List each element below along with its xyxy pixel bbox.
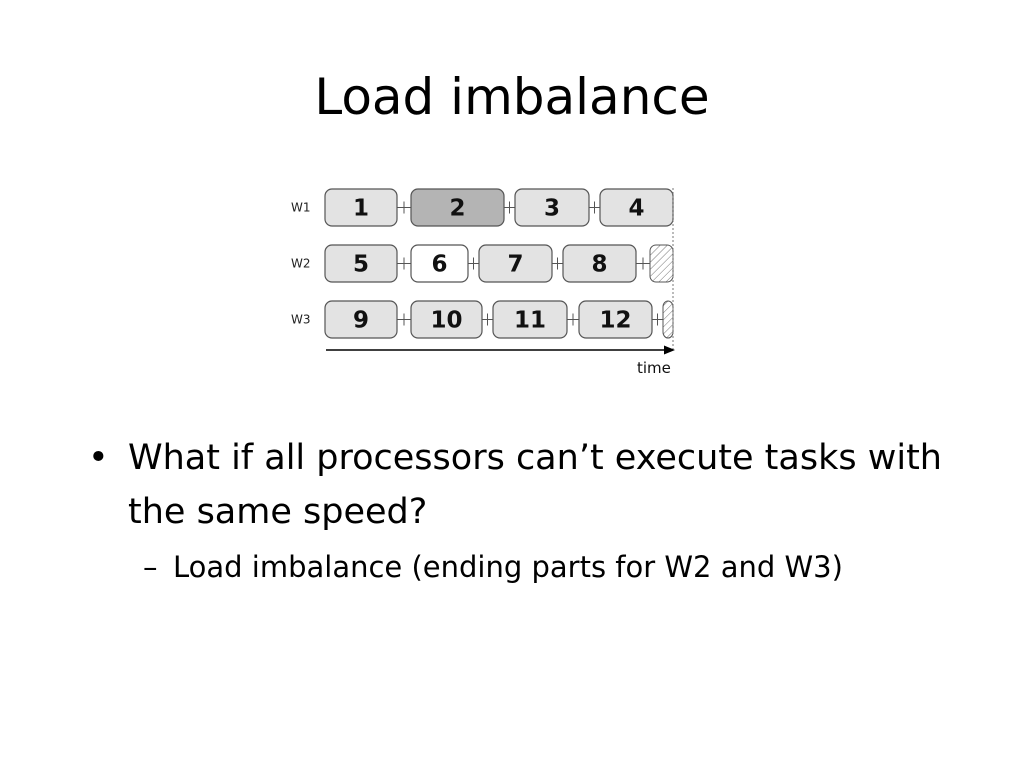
idle-segment-w2 — [649, 244, 674, 283]
task-label-11: 11 — [514, 308, 546, 334]
task-box-8 — [562, 244, 637, 283]
task-box-11 — [492, 300, 568, 339]
task-box-2 — [410, 188, 505, 227]
task-label-9: 9 — [353, 308, 369, 334]
worker-label-w2: W2 — [291, 257, 311, 271]
task-label-12: 12 — [599, 308, 631, 334]
time-axis-label: time — [637, 359, 671, 377]
task-label-6: 6 — [431, 252, 447, 278]
task-box-6 — [410, 244, 469, 283]
task-box-12 — [578, 300, 653, 339]
bullet-item: • What if all processors can’t execute t… — [88, 431, 1008, 539]
task-box-9 — [324, 300, 398, 339]
task-box-5 — [324, 244, 398, 283]
bullet-dot: • — [88, 438, 109, 478]
task-label-4: 4 — [628, 196, 644, 222]
task-box-7 — [478, 244, 553, 283]
sub-bullet-dash: – — [143, 550, 158, 584]
task-label-1: 1 — [353, 196, 369, 222]
worker-label-w3: W3 — [291, 313, 311, 327]
task-box-10 — [410, 300, 483, 339]
worker-label-w1: W1 — [291, 201, 311, 215]
task-label-5: 5 — [353, 252, 369, 278]
slide-title: Load imbalance — [314, 68, 710, 126]
task-label-10: 10 — [430, 308, 462, 334]
sub-bullet-item: – Load imbalance (ending parts for W2 an… — [143, 545, 1008, 589]
idle-segment-w3 — [662, 300, 674, 339]
task-box-3 — [514, 188, 590, 227]
bullet-text: What if all processors can’t execute tas… — [128, 438, 942, 532]
task-label-2: 2 — [449, 196, 465, 222]
task-label-7: 7 — [507, 252, 523, 278]
time-axis-arrow — [664, 345, 675, 355]
task-label-8: 8 — [591, 252, 607, 278]
sub-bullet-text: Load imbalance (ending parts for W2 and … — [173, 550, 843, 584]
task-box-4 — [599, 188, 674, 227]
task-label-3: 3 — [544, 196, 560, 222]
bullet-list: • What if all processors can’t execute t… — [88, 431, 1008, 589]
task-box-1 — [324, 188, 398, 227]
